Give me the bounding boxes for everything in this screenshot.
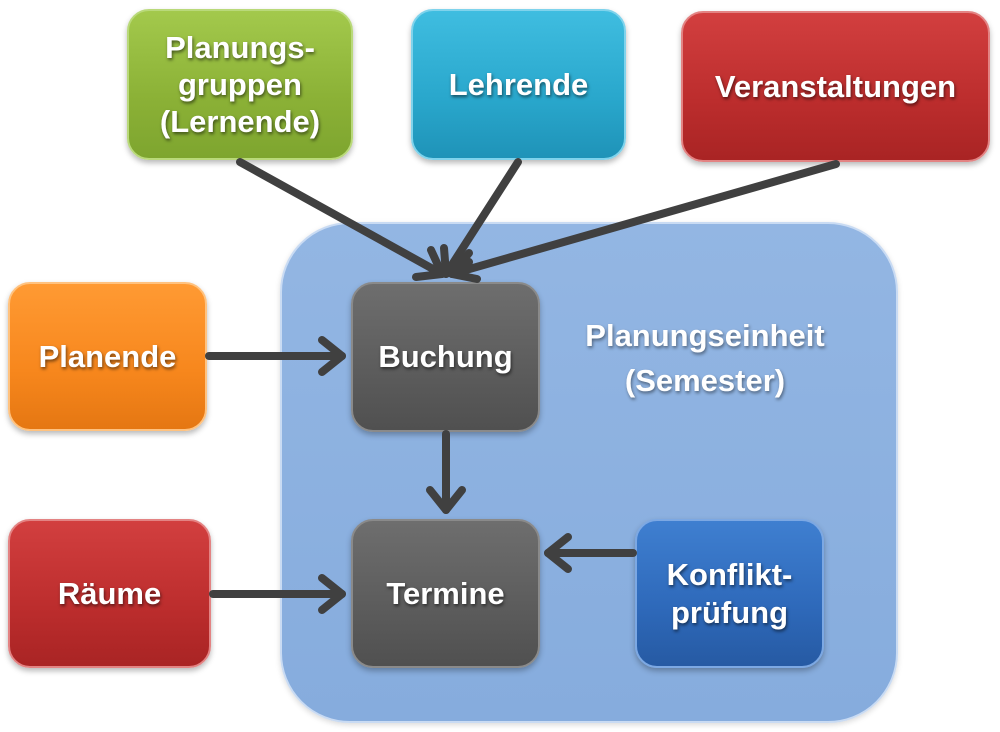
node-planungsgruppen-line-2: gruppen xyxy=(178,66,302,102)
node-veranstaltungen: Veranstaltungen xyxy=(681,11,990,162)
node-lehrende: Lehrende xyxy=(411,9,626,160)
node-planungsgruppen-line-1: Planungs- xyxy=(165,29,315,65)
arrow-veranstaltungen-to-buchung xyxy=(448,160,840,283)
node-planungsgruppen: Planungs- gruppen (Lernende) xyxy=(127,9,353,160)
planungseinheit-label-line-2: (Semester) xyxy=(624,362,786,398)
node-planende: Planende xyxy=(8,282,207,431)
node-raeume: Räume xyxy=(8,519,211,668)
node-buchung-label: Buchung xyxy=(378,339,513,375)
node-veranstaltungen-label: Veranstaltungen xyxy=(714,68,957,104)
arrow-buchung-to-termine xyxy=(426,430,466,514)
node-raeume-label: Räume xyxy=(57,575,162,611)
planungseinheit-label-line-1: Planungseinheit xyxy=(585,318,825,353)
node-konfliktpruefung: Konflikt- prüfung xyxy=(635,519,824,668)
arrow-planende-to-buchung xyxy=(205,336,346,376)
node-konfliktpruefung-line-2: prüfung xyxy=(670,594,789,630)
node-buchung: Buchung xyxy=(351,282,540,432)
arrow-planungsgruppen-to-buchung xyxy=(236,158,446,281)
arrow-raeume-to-termine xyxy=(209,574,346,614)
node-konfliktpruefung-line-1: Konflikt- xyxy=(666,557,793,593)
node-termine-label: Termine xyxy=(386,575,505,611)
planungseinheit-label: Planungseinheit (Semester) xyxy=(560,314,850,404)
node-termine: Termine xyxy=(351,519,540,668)
node-lehrende-label: Lehrende xyxy=(448,66,589,102)
node-planende-label: Planende xyxy=(38,338,177,374)
arrow-konfliktpruefung-to-termine xyxy=(544,533,637,573)
node-planungsgruppen-line-3: (Lernende) xyxy=(159,104,321,140)
